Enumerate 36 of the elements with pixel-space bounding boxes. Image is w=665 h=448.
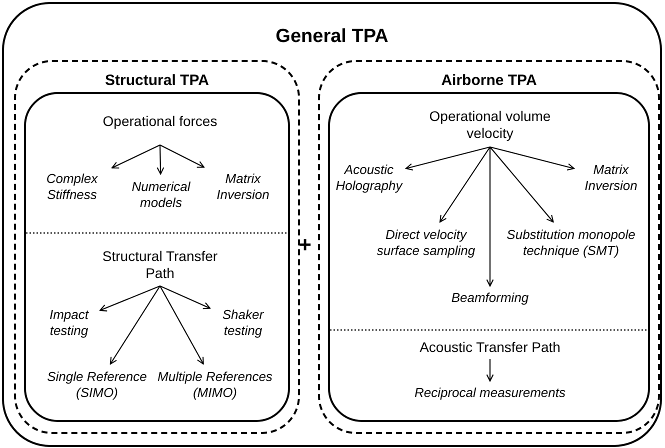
group-panel — [14, 60, 300, 434]
arrow — [99, 286, 160, 312]
method-label: Complex Stiffness — [34, 168, 110, 206]
arrow — [490, 146, 575, 171]
panel-heading: General TPA — [274, 26, 390, 48]
quantity-label: Structural Transfer Path — [95, 245, 225, 285]
method-label: Reciprocal measurements — [410, 383, 570, 403]
method-label: Numerical models — [122, 176, 200, 214]
arrow — [439, 146, 490, 223]
method-label: Matrix Inversion — [206, 168, 280, 206]
quantity-label: Operational volume velocity — [420, 104, 560, 146]
arrow — [111, 144, 160, 169]
quantity-label: Operational forces — [100, 100, 220, 144]
arrow — [486, 147, 494, 287]
panel-heading: Structural TPA — [104, 72, 210, 89]
method-label: Matrix Inversion — [576, 158, 646, 198]
content-panel — [328, 92, 650, 422]
method-label: Substitution monopole technique (SMT) — [496, 224, 646, 262]
arrow — [110, 286, 160, 365]
arrow — [160, 144, 205, 168]
quantity-label: Acoustic Transfer Path — [415, 338, 565, 358]
group-panel — [318, 60, 660, 434]
method-label: Impact testing — [40, 303, 98, 343]
arrow — [486, 359, 494, 382]
arrow — [490, 146, 554, 223]
plus-sign: + — [298, 232, 312, 258]
panel-heading: Airborne TPA — [440, 72, 538, 89]
content-panel — [24, 92, 290, 422]
arrow — [160, 286, 211, 310]
arrow — [156, 144, 164, 175]
arrow — [160, 286, 204, 365]
method-label: Direct velocity surface sampling — [370, 224, 482, 262]
method-label: Beamforming — [448, 288, 532, 308]
method-label: Shaker testing — [212, 303, 274, 343]
method-label: Acoustic Holography — [334, 158, 404, 198]
arrow — [405, 146, 490, 171]
